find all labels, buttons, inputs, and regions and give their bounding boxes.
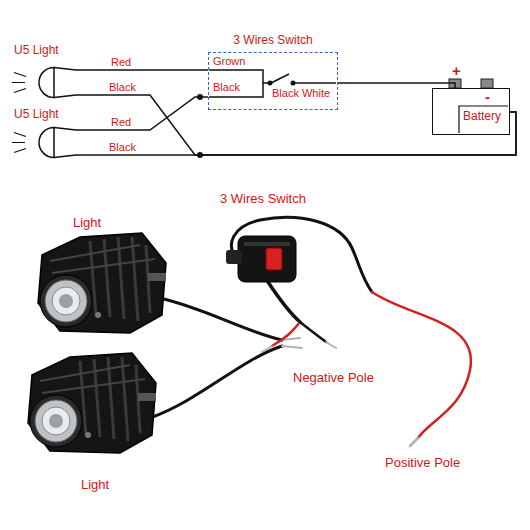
lamp-title: U5 Light: [10, 108, 95, 122]
lamp-body: [54, 128, 95, 158]
part-label: 3 Wires Switch: [219, 192, 307, 207]
illustration-part: [238, 236, 296, 282]
illustration-part: [268, 282, 300, 322]
illustration-part: [38, 233, 166, 333]
illustration-part: [300, 322, 326, 342]
wire-color-label: Black: [108, 81, 137, 94]
illustration-part: [244, 242, 290, 246]
lamp-symbol: U5 Light: [10, 44, 95, 106]
switch-contact: [268, 81, 273, 86]
part-label: Light: [72, 216, 102, 231]
switch-title: 3 Wires Switch: [208, 34, 338, 48]
illustration-part: [326, 342, 336, 348]
part-label: Positive Pole: [384, 456, 461, 471]
illustration-part: [160, 298, 282, 340]
lamp-lens: [39, 68, 54, 98]
illustration-part: [262, 346, 272, 352]
illustration-part: [282, 346, 302, 348]
illustration-part: [226, 250, 242, 264]
illustration-part: [272, 322, 300, 346]
lamp-symbol: U5 Light: [10, 108, 95, 170]
light-rays: [12, 133, 26, 153]
polarity-mark: -: [484, 88, 491, 105]
wire-color-label: Red: [110, 56, 132, 69]
illustration-part: [28, 353, 156, 453]
wire-name: Grown: [213, 55, 245, 68]
illustration-part: [372, 292, 471, 438]
light-rays: [12, 73, 26, 93]
wire-color-label: Black: [108, 141, 137, 154]
wire-bundle: [150, 217, 471, 446]
polarity-mark: +: [451, 62, 462, 79]
part-label: Light: [80, 478, 110, 493]
part-label: Negative Pole: [292, 371, 375, 386]
switch-contact: [291, 81, 296, 86]
wire-connector: [95, 97, 208, 130]
switch-box: GrownBlack Black White: [208, 52, 338, 110]
battery-name: Battery: [463, 110, 501, 124]
illustration-part: [231, 217, 372, 292]
wire-color-label: Red: [110, 116, 132, 129]
lamp-title: U5 Light: [10, 44, 95, 58]
switch-photo: [226, 236, 296, 282]
battery-panel: [459, 106, 508, 133]
lamp-body: [54, 68, 95, 98]
illustration-part: [150, 346, 282, 418]
battery-box: Battery: [432, 88, 510, 135]
switch-group: 3 Wires SwitchGrownBlack Black White: [208, 34, 338, 110]
battery-post: [481, 79, 493, 88]
wire-connector: [95, 69, 208, 71]
wire-name: Black White: [272, 87, 330, 100]
wire-name: Black: [213, 81, 240, 94]
illustration-part: [266, 248, 282, 270]
lamp-lens: [39, 128, 54, 158]
illustration-part: [410, 438, 418, 446]
